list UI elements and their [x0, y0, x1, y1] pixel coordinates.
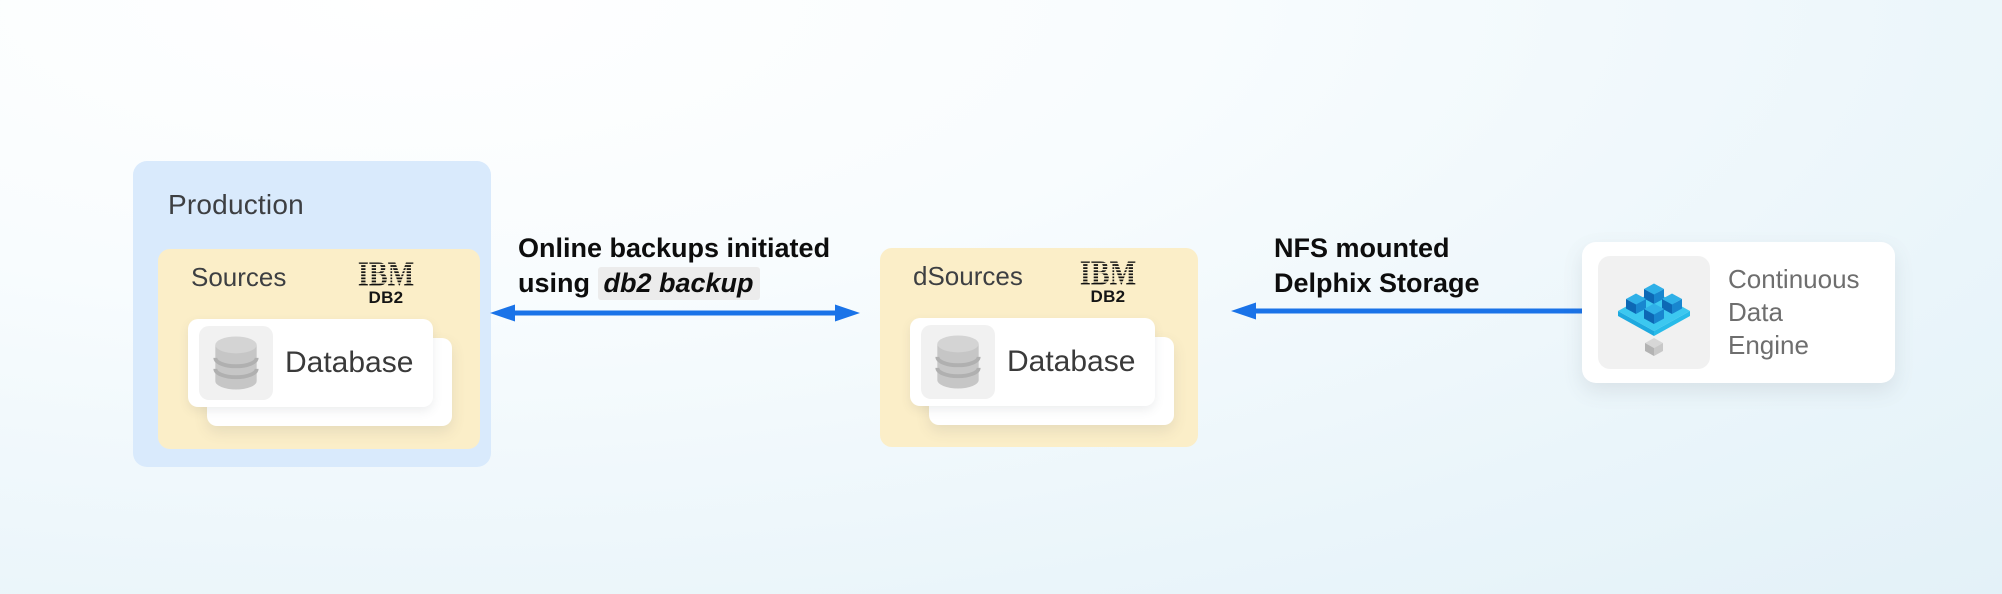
production-title: Production: [168, 189, 304, 220]
dsources-panel: dSources IBM DB2 Database: [880, 248, 1198, 447]
engine-label-line1: Continuous: [1728, 264, 1860, 294]
engine-label: Continuous Data Engine: [1728, 242, 1860, 383]
database-icon-tile: [921, 325, 995, 399]
backup-flow-label-prefix: using: [518, 268, 598, 298]
nfs-arrow: [1231, 302, 1584, 320]
continuous-data-engine-card: Continuous Data Engine: [1582, 242, 1895, 383]
nfs-flow-label-line2: Delphix Storage: [1274, 268, 1480, 298]
production-group: Production Sources IBM DB2: [133, 161, 491, 467]
ibm-logo-text: IBM: [358, 259, 414, 288]
engine-label-line2: Data: [1728, 297, 1783, 327]
sources-title: Sources: [191, 262, 287, 292]
ibm-logo-icon: IBM: [358, 259, 414, 288]
nfs-flow-label: NFS mounted Delphix Storage: [1274, 231, 1480, 301]
ibm-logo-icon: IBM: [1080, 258, 1136, 287]
database-card-stack: Database: [188, 319, 454, 429]
delphix-cubes-icon: [1618, 283, 1690, 356]
database-cylinder-icon: [213, 336, 259, 390]
database-card-label: Database: [285, 346, 414, 379]
database-card-stack: Database: [910, 318, 1176, 428]
bidirectional-arrow: [490, 304, 860, 322]
db2-label: DB2: [368, 288, 404, 307]
engine-icon-tile: [1598, 256, 1710, 369]
backup-flow-label-line1: Online backups initiated: [518, 233, 831, 263]
sources-panel: Sources IBM DB2: [158, 249, 480, 449]
database-card: Database: [188, 319, 433, 407]
ibm-db2-logo: IBM DB2: [1076, 258, 1140, 306]
nfs-flow-label-line1: NFS mounted: [1274, 233, 1450, 263]
db2-backup-command: db2 backup: [597, 267, 760, 300]
database-card: Database: [910, 318, 1155, 406]
engine-label-line3: Engine: [1728, 330, 1809, 360]
database-icon-tile: [199, 326, 273, 400]
ibm-db2-logo: IBM DB2: [354, 259, 418, 307]
backup-flow-label: Online backups initiated using db2 backu…: [518, 231, 830, 301]
dsources-title: dSources: [913, 261, 1023, 291]
db2-label: DB2: [1090, 287, 1126, 306]
database-card-label: Database: [1007, 345, 1136, 378]
backup-flow-label-line2: using db2 backup: [518, 266, 830, 301]
database-cylinder-icon: [935, 335, 981, 389]
ibm-logo-text: IBM: [1080, 258, 1136, 287]
